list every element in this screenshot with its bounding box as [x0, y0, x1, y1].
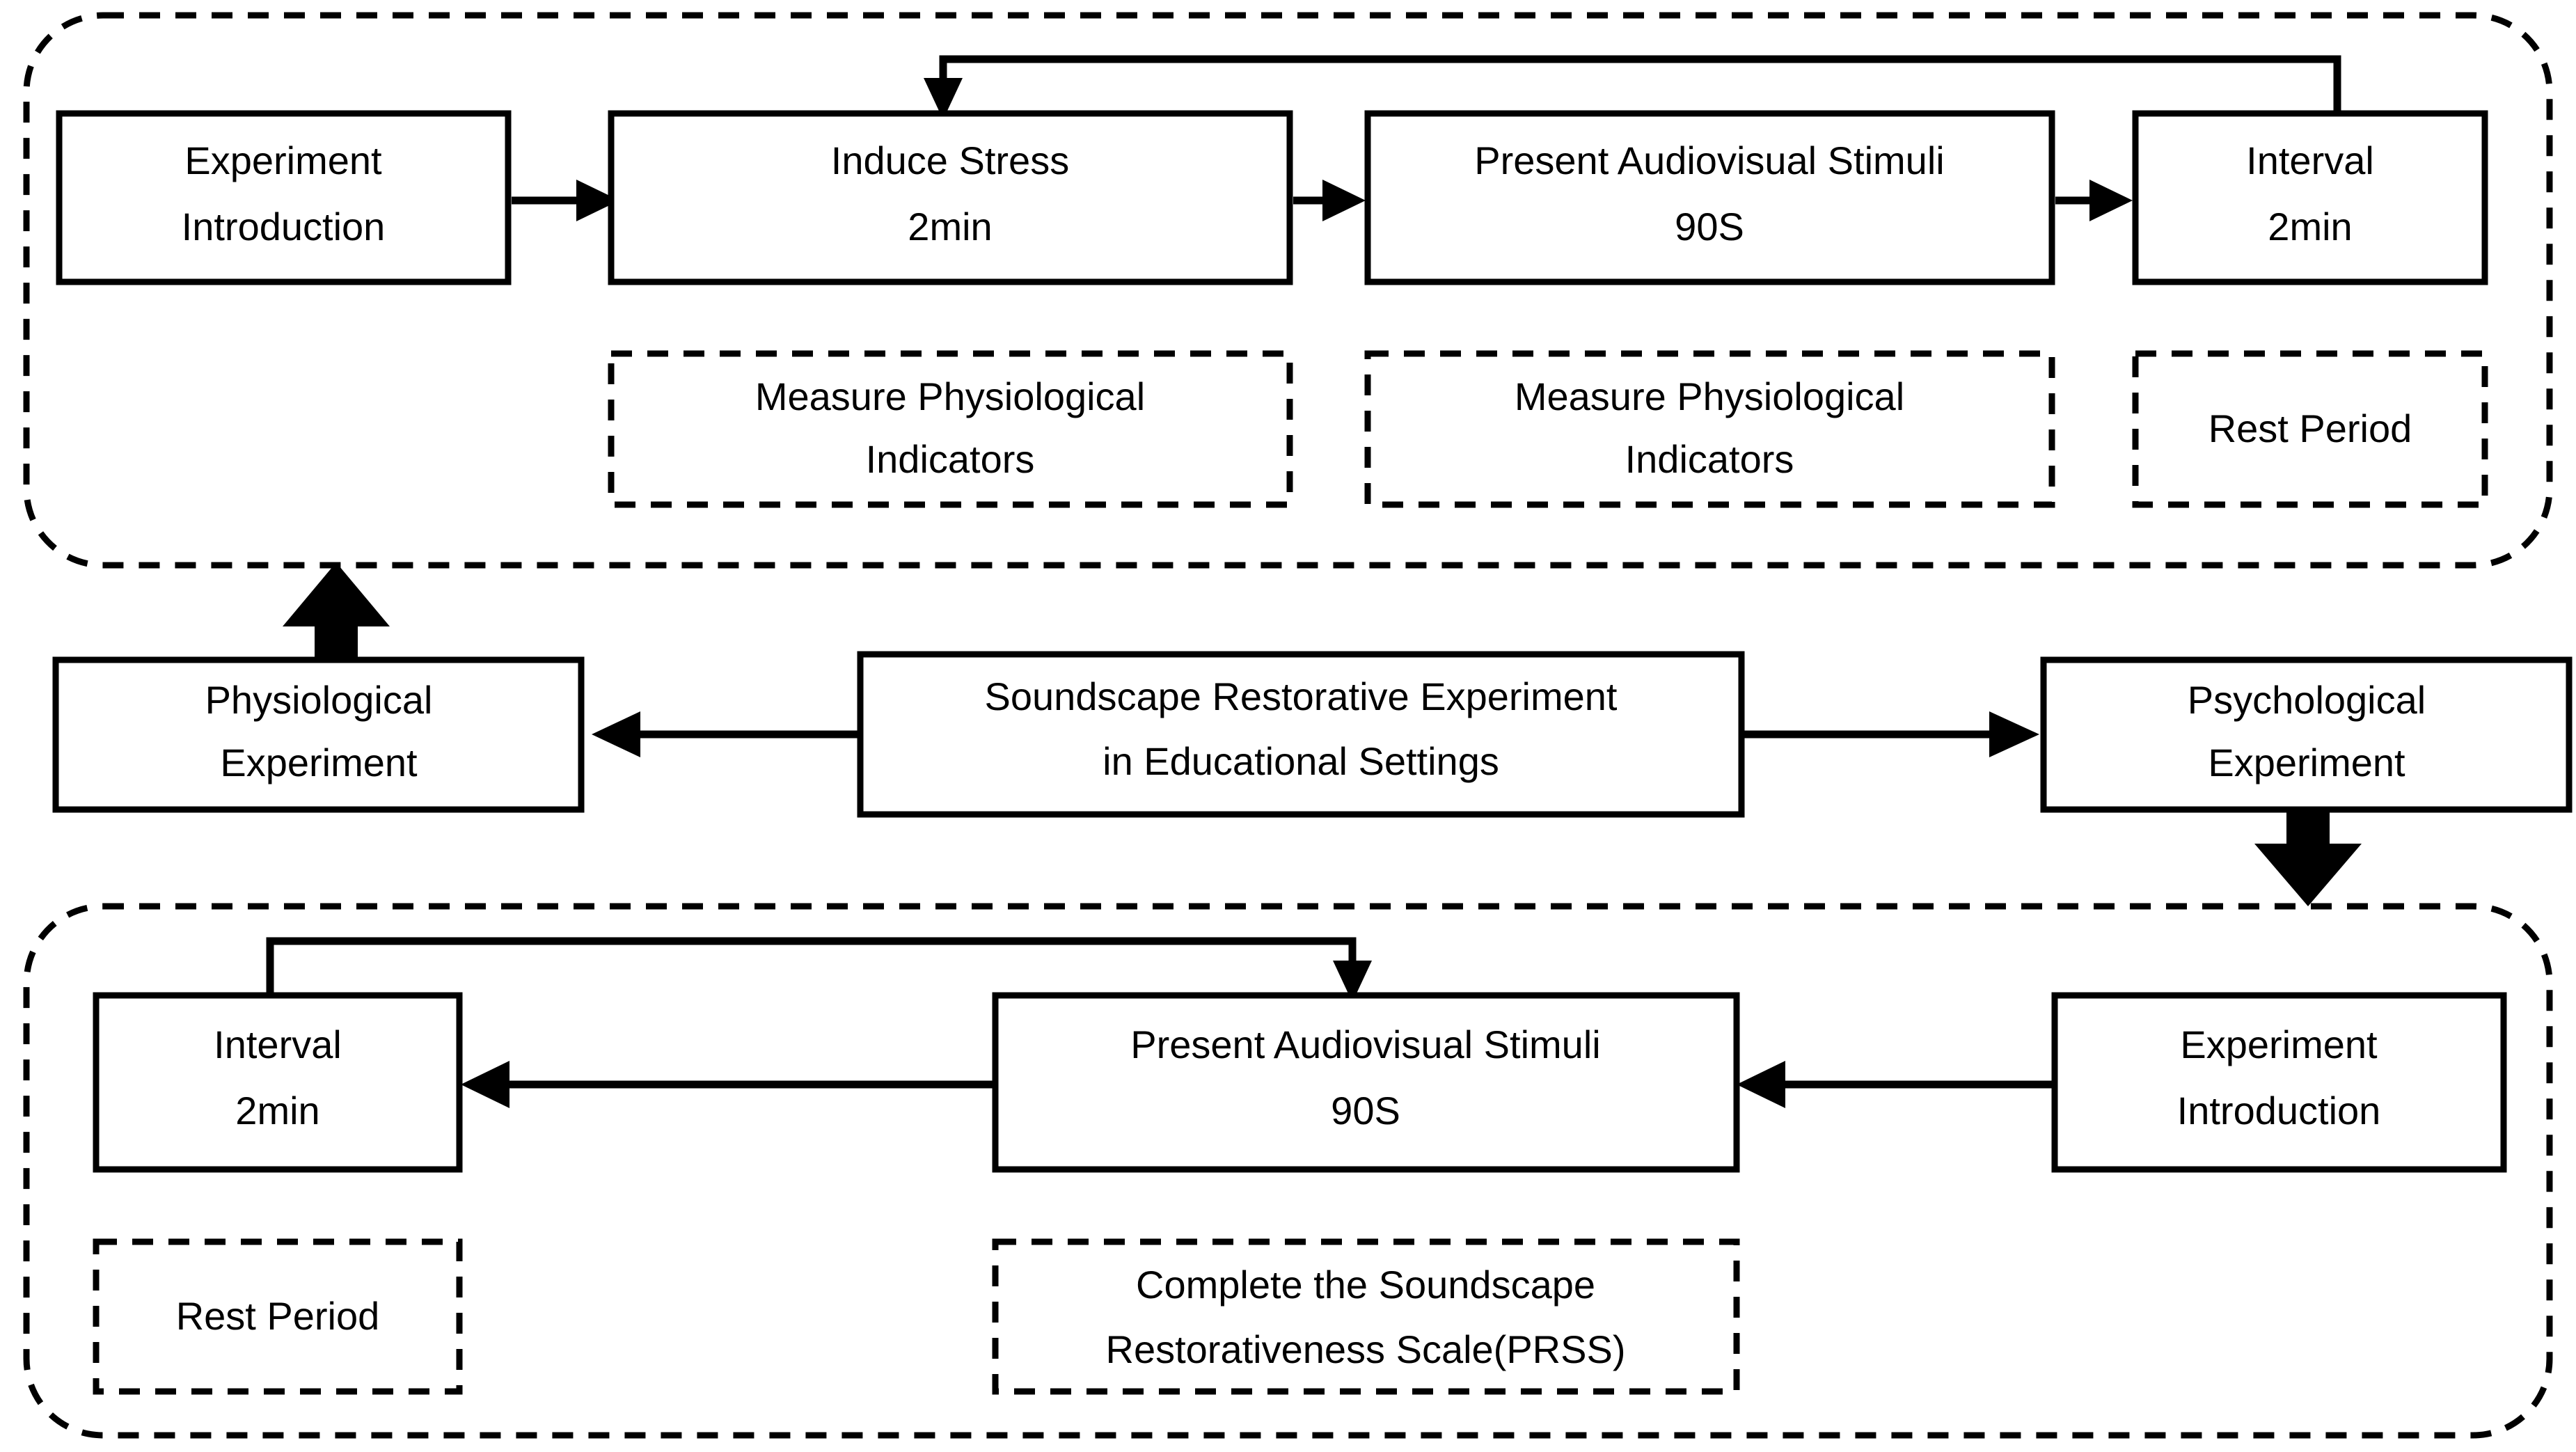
physio-annot-1-line1: Measure Physiological: [1515, 374, 1904, 418]
psychological-branch-line2: Experiment: [2208, 741, 2405, 784]
psych-arrow-1: [461, 1061, 995, 1108]
root-label-line2: in Educational Settings: [1103, 739, 1499, 783]
physio-annot-0-line1: Measure Physiological: [755, 374, 1145, 418]
root-label-line1: Soundscape Restorative Experiment: [985, 674, 1618, 718]
psych-step-2-line1: Experiment: [2180, 1023, 2378, 1066]
physio-annotation-measure-indicators-2: Measure Physiological Indicators: [1364, 350, 2055, 508]
psych-step-1-line1: Present Audiovisual Stimuli: [1130, 1023, 1600, 1066]
branch-psychological-experiment[interactable]: Psychological Experiment: [2040, 656, 2573, 813]
physio-step-0-line1: Experiment: [184, 139, 382, 182]
psych-step-0-line2: 2min: [235, 1089, 319, 1133]
branch-physiological-experiment[interactable]: Physiological Experiment: [52, 656, 585, 813]
psych-step-1-line2: 90S: [1331, 1089, 1400, 1133]
root-soundscape-restorative-experiment[interactable]: Soundscape Restorative Experiment in Edu…: [857, 651, 1745, 818]
physio-step-1-line2: 2min: [908, 205, 992, 248]
psych-step-present-audiovisual-stimuli[interactable]: Present Audiovisual Stimuli 90S: [992, 992, 1740, 1173]
physiological-feedback-loop: [924, 55, 2341, 120]
physio-annot-2-line1: Rest Period: [2208, 407, 2412, 450]
psych-step-experiment-introduction[interactable]: Experiment Introduction: [2051, 992, 2507, 1173]
physio-annotation-rest-period: Rest Period: [2132, 350, 2488, 508]
arrow-down-to-psychological-panel: [2254, 810, 2362, 906]
physio-step-2-line1: Present Audiovisual Stimuli: [1474, 139, 1944, 182]
physio-arrow-2: [1293, 180, 1366, 221]
physio-step-induce-stress[interactable]: Induce Stress 2min: [608, 110, 1293, 285]
arrow-root-to-psychological: [1744, 711, 2039, 757]
psych-step-interval[interactable]: Interval 2min: [93, 992, 463, 1173]
psych-step-2-line2: Introduction: [2177, 1089, 2381, 1133]
psych-annot-1-line2: Restorativeness Scale(PRSS): [1106, 1327, 1626, 1371]
arrow-up-to-physiological-panel: [283, 562, 390, 661]
physio-step-3-line2: 2min: [2268, 205, 2352, 248]
physio-step-interval[interactable]: Interval 2min: [2132, 110, 2488, 285]
physio-annotation-measure-indicators-1: Measure Physiological Indicators: [608, 350, 1293, 508]
psych-annot-1-line1: Complete the Soundscape: [1136, 1263, 1595, 1307]
psych-step-0-line1: Interval: [214, 1023, 342, 1066]
physiological-branch-line2: Experiment: [220, 741, 418, 784]
physio-annot-0-line2: Indicators: [866, 437, 1035, 481]
arrow-root-to-physiological: [592, 711, 860, 757]
physio-arrow-3: [2055, 180, 2133, 221]
physio-step-1-line1: Induce Stress: [831, 139, 1069, 182]
physio-step-experiment-introduction[interactable]: Experiment Introduction: [56, 110, 512, 285]
physio-step-present-audiovisual-stimuli[interactable]: Present Audiovisual Stimuli 90S: [1364, 110, 2055, 285]
psych-annotation-prss: Complete the Soundscape Restorativeness …: [992, 1238, 1740, 1395]
psych-annotation-rest-period: Rest Period: [93, 1238, 463, 1395]
physiological-branch-line1: Physiological: [205, 678, 433, 722]
physio-step-0-line2: Introduction: [182, 205, 386, 248]
psych-annot-0-line1: Rest Period: [176, 1294, 380, 1338]
physio-step-3-line1: Interval: [2246, 139, 2374, 182]
psych-arrow-2: [1737, 1061, 2055, 1108]
psychological-branch-line1: Psychological: [2188, 678, 2426, 722]
physio-annot-1-line2: Indicators: [1625, 437, 1794, 481]
physio-step-2-line2: 90S: [1675, 205, 1744, 248]
physio-arrow-1: [512, 180, 619, 221]
psychological-feedback-loop: [266, 937, 1372, 1002]
